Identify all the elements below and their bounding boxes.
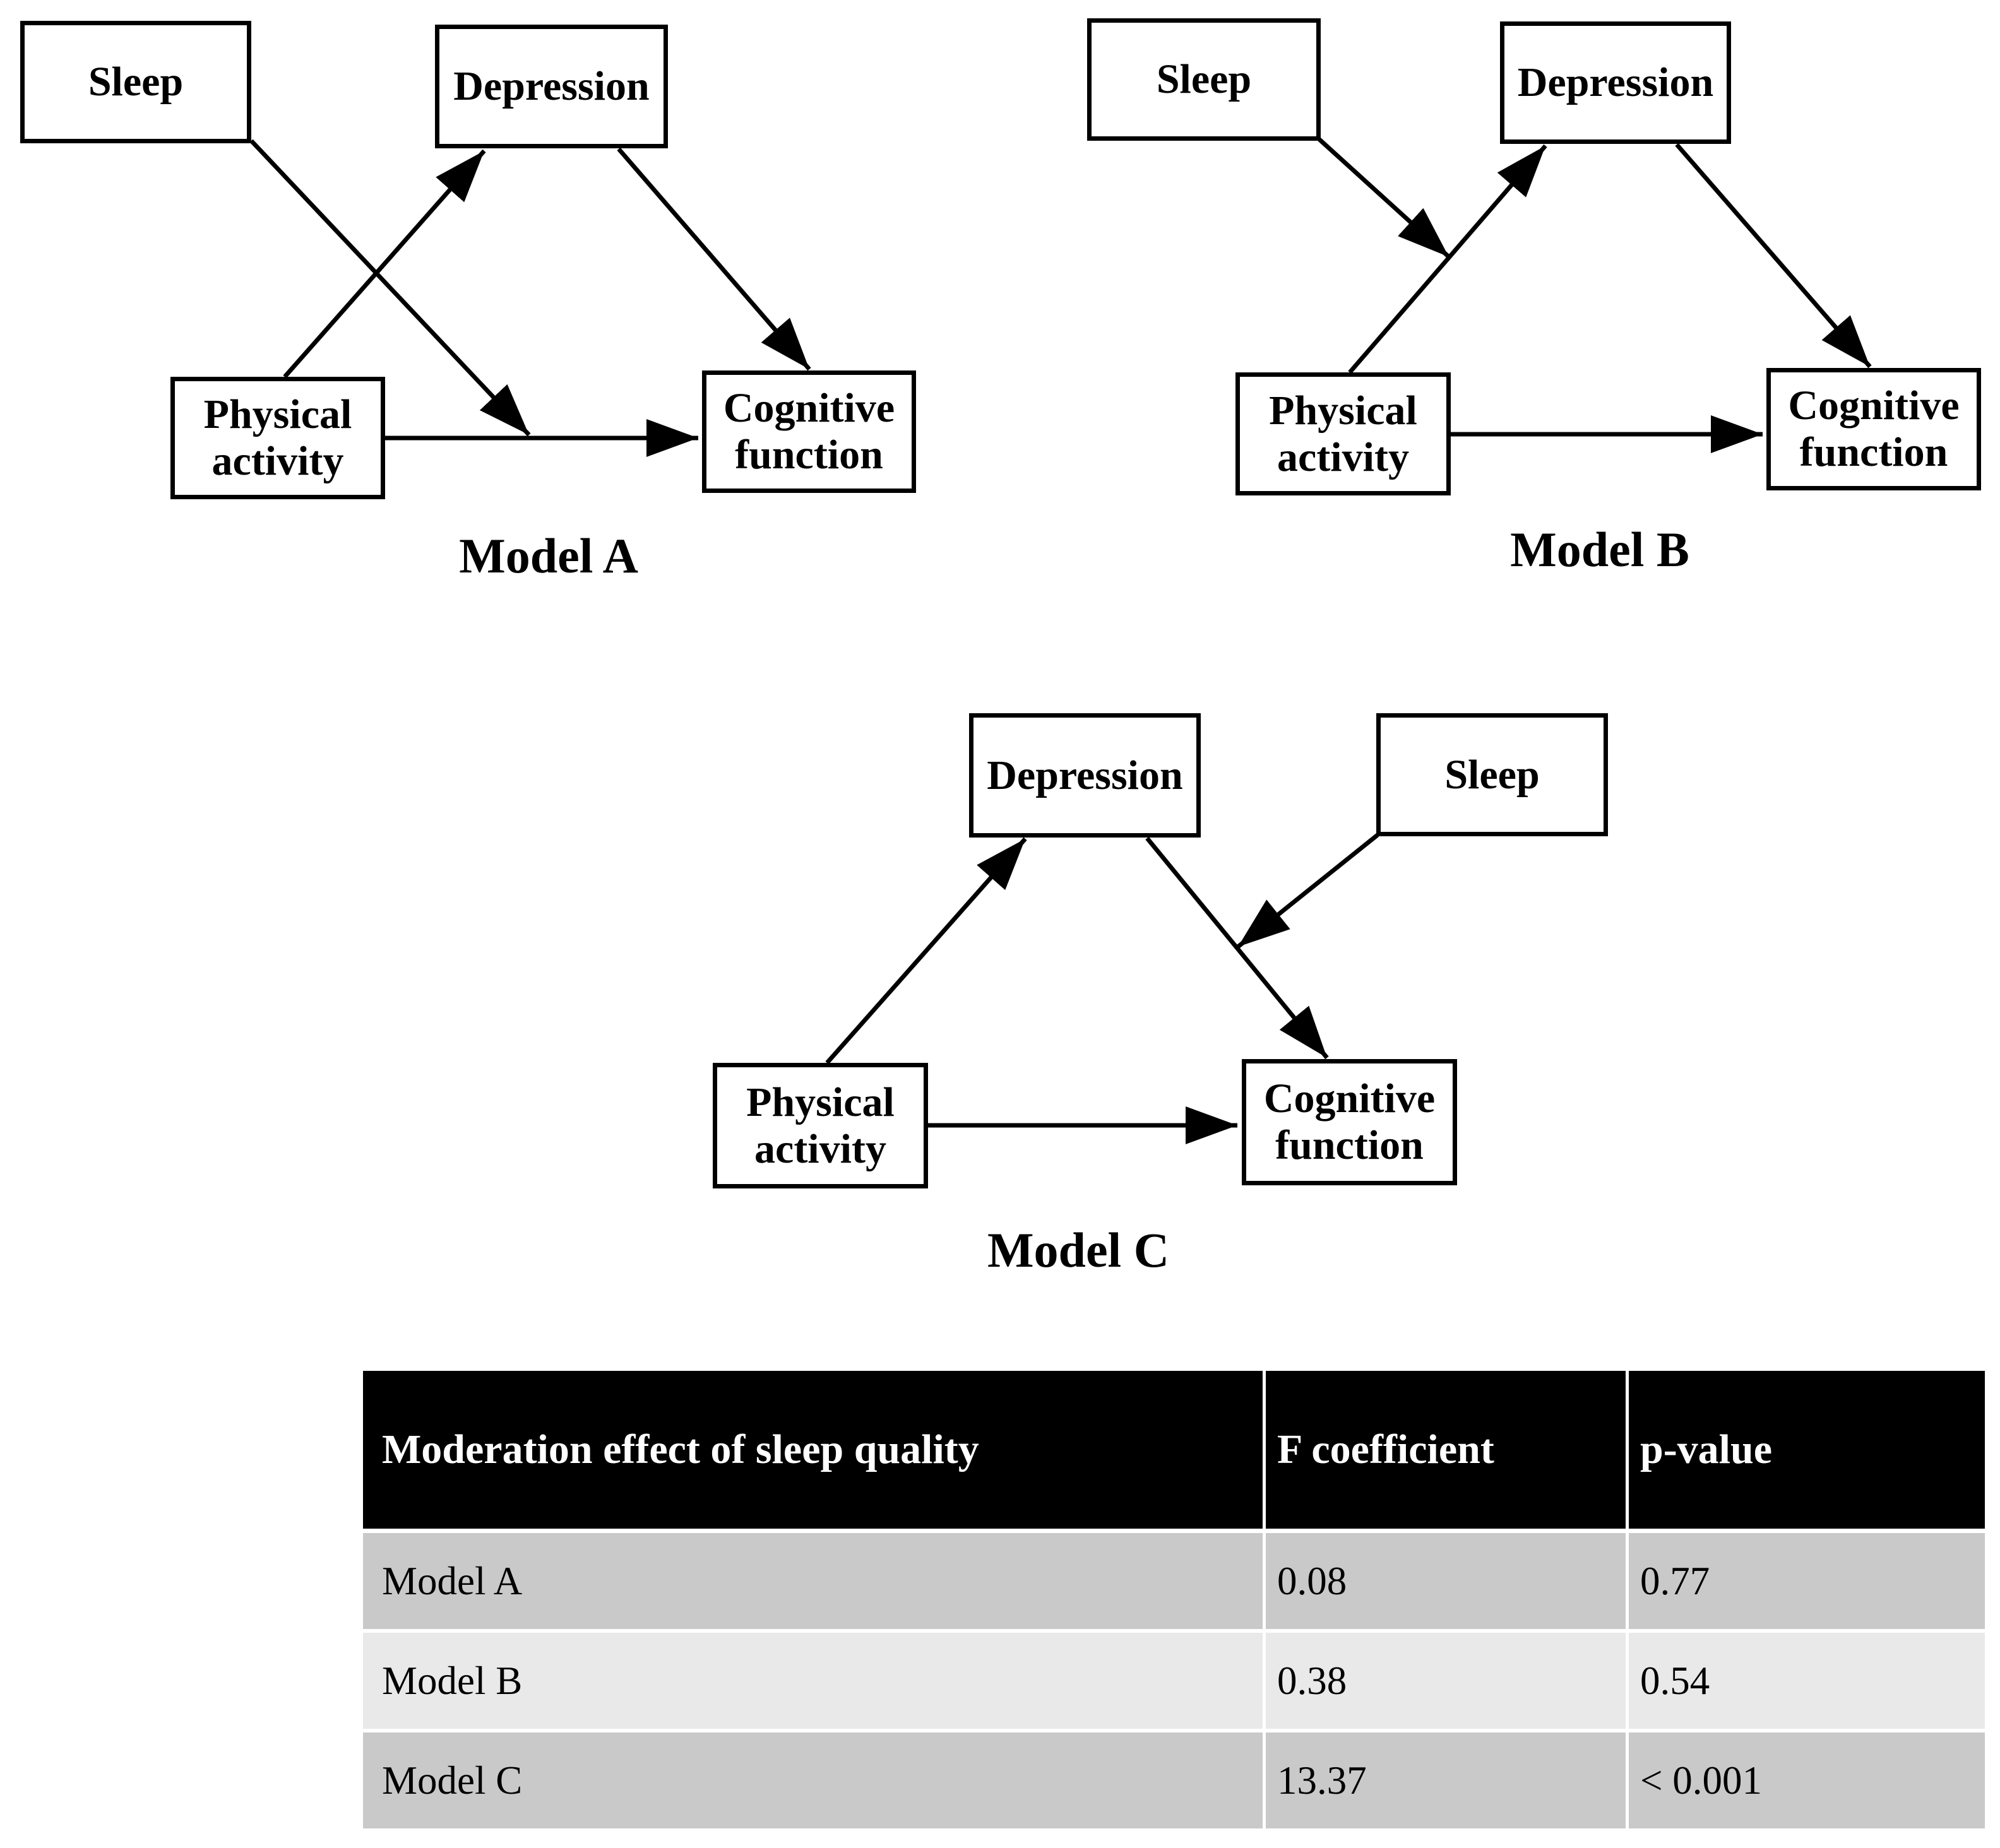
arrow-b-physical-to-depression bbox=[1348, 144, 1547, 374]
model-b-sleep-label: Sleep bbox=[1156, 56, 1252, 103]
table-row: Model B 0.38 0.54 bbox=[363, 1633, 1985, 1729]
arrow-a-physical-to-depression bbox=[283, 149, 486, 379]
model-a-cognitive-function-label: Cognitive function bbox=[723, 385, 895, 478]
model-b-depression-box: Depression bbox=[1500, 21, 1731, 144]
model-b-sleep-box: Sleep bbox=[1087, 18, 1321, 141]
table-cell-model: Model A bbox=[363, 1533, 1263, 1629]
table-header-p-value: p-value bbox=[1629, 1371, 1985, 1529]
model-a-depression-label: Depression bbox=[453, 63, 650, 110]
model-b-physical-activity-box: Physical activity bbox=[1235, 372, 1451, 495]
model-c-depression-box: Depression bbox=[969, 713, 1201, 838]
model-c-cognitive-function-label: Cognitive function bbox=[1263, 1075, 1436, 1168]
arrow-b-depression-to-cognitive bbox=[1675, 143, 1872, 369]
table-row: Model A 0.08 0.77 bbox=[363, 1533, 1985, 1629]
model-c-physical-activity-box: Physical activity bbox=[713, 1063, 928, 1188]
model-a-cognitive-function-box: Cognitive function bbox=[702, 370, 916, 493]
arrow-c-sleep-moderation bbox=[1236, 833, 1379, 949]
arrow-c-physical-to-depression bbox=[825, 837, 1027, 1065]
table-cell-p-value: < 0.001 bbox=[1629, 1732, 1985, 1828]
arrow-a-depression-to-cognitive bbox=[617, 147, 811, 371]
arrow-b-sleep-moderation bbox=[1318, 138, 1451, 259]
arrow-c-depression-to-cognitive bbox=[1145, 836, 1329, 1060]
model-b-cognitive-function-label: Cognitive function bbox=[1788, 382, 1960, 475]
model-c-sleep-label: Sleep bbox=[1444, 751, 1540, 798]
model-c-sleep-box: Sleep bbox=[1376, 713, 1608, 836]
model-c-physical-activity-label: Physical activity bbox=[746, 1079, 895, 1172]
model-a-caption: Model A bbox=[459, 528, 638, 583]
model-a-sleep-box: Sleep bbox=[20, 21, 251, 143]
arrow-a-sleep-moderation bbox=[249, 139, 531, 437]
model-c-depression-label: Depression bbox=[987, 752, 1183, 798]
model-b-physical-activity-label: Physical activity bbox=[1269, 387, 1417, 480]
model-c-caption: Model C bbox=[987, 1223, 1170, 1277]
model-b-caption: Model B bbox=[1510, 522, 1689, 577]
table-header-f-coefficient: F coefficient bbox=[1266, 1371, 1626, 1529]
model-b-depression-label: Depression bbox=[1517, 59, 1714, 106]
model-a-sleep-label: Sleep bbox=[88, 59, 184, 105]
table-cell-p-value: 0.77 bbox=[1629, 1533, 1985, 1629]
model-a-depression-box: Depression bbox=[435, 25, 668, 148]
table-cell-f-coefficient: 13.37 bbox=[1266, 1732, 1626, 1828]
model-c-cognitive-function-box: Cognitive function bbox=[1242, 1059, 1457, 1185]
table-header-moderation-effect: Moderation effect of sleep quality bbox=[363, 1371, 1263, 1529]
model-a-physical-activity-label: Physical activity bbox=[203, 391, 352, 484]
table-cell-model: Model B bbox=[363, 1633, 1263, 1729]
table-cell-model: Model C bbox=[363, 1732, 1263, 1828]
table-cell-p-value: 0.54 bbox=[1629, 1633, 1985, 1729]
model-b-cognitive-function-box: Cognitive function bbox=[1766, 368, 1981, 490]
table-row: Model C 13.37 < 0.001 bbox=[363, 1732, 1985, 1828]
table-cell-f-coefficient: 0.38 bbox=[1266, 1633, 1626, 1729]
table-header-row: Moderation effect of sleep quality F coe… bbox=[363, 1371, 1985, 1529]
moderation-results-table: Moderation effect of sleep quality F coe… bbox=[363, 1371, 1985, 1828]
model-a-physical-activity-box: Physical activity bbox=[170, 377, 385, 499]
table-cell-f-coefficient: 0.08 bbox=[1266, 1533, 1626, 1629]
